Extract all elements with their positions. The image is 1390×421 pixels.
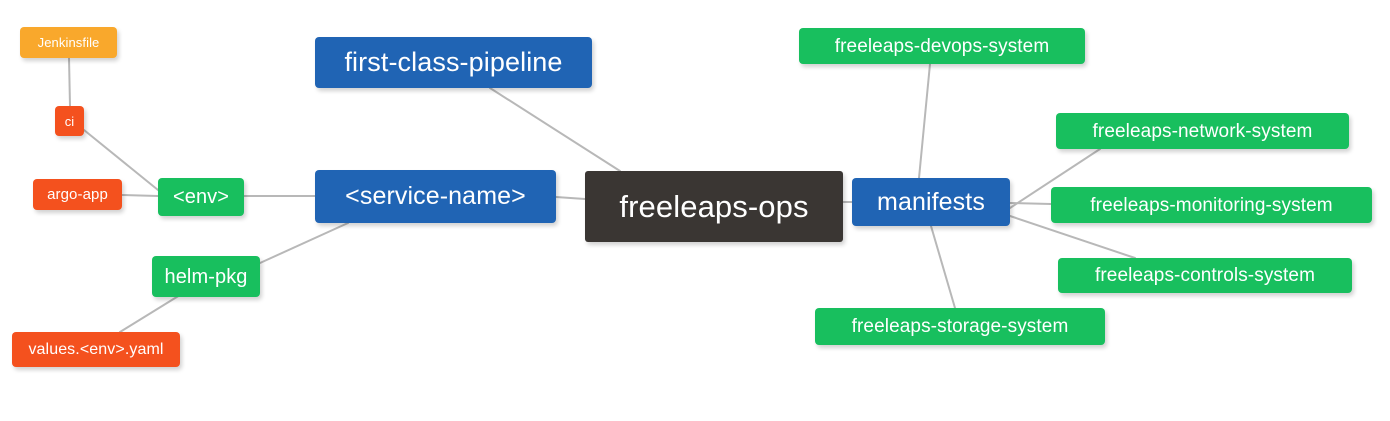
node-jenkinsfile[interactable]: Jenkinsfile bbox=[20, 27, 117, 58]
node-label-ci: ci bbox=[64, 113, 75, 129]
node-label-manifests: manifests bbox=[877, 187, 985, 216]
edge-jenkinsfile-to-ci bbox=[68, 57, 71, 107]
node-freeleaps-monitoring-system[interactable]: freeleaps-monitoring-system bbox=[1051, 187, 1372, 223]
node-label-jenkinsfile: Jenkinsfile bbox=[37, 35, 100, 50]
edge-first-class-pipeline-to-freeleaps-ops bbox=[489, 87, 621, 172]
node-label-helm-pkg: helm-pkg bbox=[164, 265, 248, 288]
node-label-freeleaps-network-system: freeleaps-network-system bbox=[1092, 120, 1313, 142]
node-label-values-env-yaml: values.<env>.yaml bbox=[28, 340, 164, 358]
node-freeleaps-controls-system[interactable]: freeleaps-controls-system bbox=[1058, 258, 1352, 293]
edge-manifests-to-freeleaps-devops-system bbox=[918, 63, 931, 179]
node-label-env: <env> bbox=[172, 186, 230, 208]
edge-service-name-to-freeleaps-ops bbox=[555, 196, 586, 200]
node-label-first-class-pipeline: first-class-pipeline bbox=[344, 47, 563, 77]
node-label-service-name: <service-name> bbox=[345, 182, 526, 210]
edge-helm-pkg-to-values-env-yaml bbox=[119, 294, 181, 333]
node-first-class-pipeline[interactable]: first-class-pipeline bbox=[315, 37, 592, 88]
node-service-name[interactable]: <service-name> bbox=[315, 170, 556, 223]
node-argo-app[interactable]: argo-app bbox=[33, 179, 122, 210]
node-manifests[interactable]: manifests bbox=[852, 178, 1010, 226]
node-helm-pkg[interactable]: helm-pkg bbox=[152, 256, 260, 297]
node-label-freeleaps-controls-system: freeleaps-controls-system bbox=[1094, 265, 1316, 286]
node-ci[interactable]: ci bbox=[55, 106, 84, 136]
node-values-env-yaml[interactable]: values.<env>.yaml bbox=[12, 332, 180, 367]
node-freeleaps-devops-system[interactable]: freeleaps-devops-system bbox=[799, 28, 1085, 64]
node-label-freeleaps-ops: freeleaps-ops bbox=[619, 189, 809, 224]
edge-argo-app-to-env bbox=[121, 194, 159, 197]
edge-manifests-to-freeleaps-monitoring-system bbox=[1009, 202, 1052, 205]
node-label-freeleaps-monitoring-system: freeleaps-monitoring-system bbox=[1090, 194, 1333, 216]
node-env[interactable]: <env> bbox=[158, 178, 244, 216]
node-label-argo-app: argo-app bbox=[47, 186, 108, 203]
node-label-freeleaps-storage-system: freeleaps-storage-system bbox=[851, 316, 1069, 337]
node-label-freeleaps-devops-system: freeleaps-devops-system bbox=[834, 35, 1050, 57]
node-freeleaps-network-system[interactable]: freeleaps-network-system bbox=[1056, 113, 1349, 149]
edge-service-name-to-helm-pkg bbox=[259, 222, 349, 264]
edge-manifests-to-freeleaps-storage-system bbox=[930, 225, 956, 309]
node-freeleaps-ops[interactable]: freeleaps-ops bbox=[585, 171, 843, 242]
node-freeleaps-storage-system[interactable]: freeleaps-storage-system bbox=[815, 308, 1105, 345]
